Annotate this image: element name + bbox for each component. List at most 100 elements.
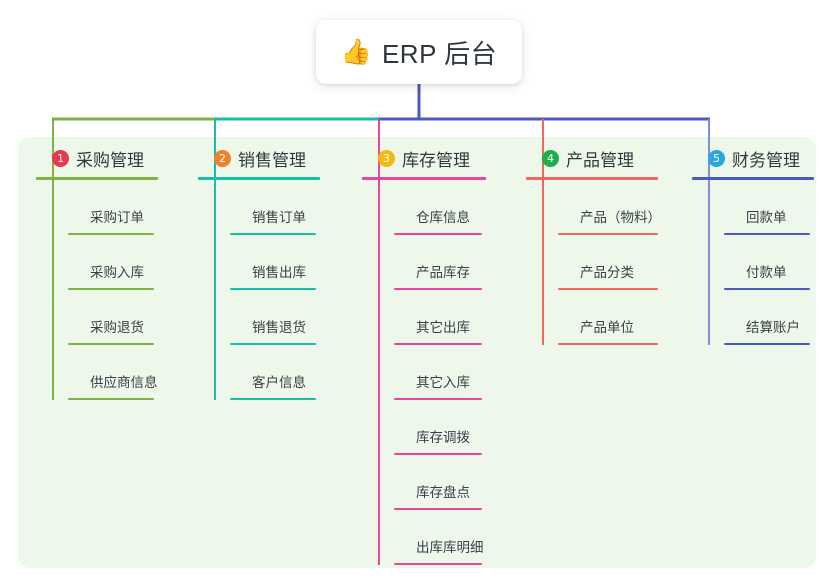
branch-item-label: 采购退货 xyxy=(90,320,144,335)
branch-item[interactable]: 采购退货 xyxy=(52,290,186,345)
branch-column-3: 3 库存管理仓库信息产品库存其它出库其它入库库存调拨库存盘点出库库明细 xyxy=(362,146,514,565)
branch-item-rule xyxy=(230,233,316,235)
branch-item[interactable]: 出库库明细 xyxy=(378,510,514,565)
branch-item[interactable]: 回款单 xyxy=(708,180,824,235)
branch-item-rule xyxy=(230,343,316,345)
branch-spine-3 xyxy=(378,180,380,565)
branch-item[interactable]: 销售退货 xyxy=(214,290,348,345)
branch-item[interactable]: 采购订单 xyxy=(52,180,186,235)
branch-item-label: 产品（物料） xyxy=(580,210,661,225)
branch-items-3: 仓库信息产品库存其它出库其它入库库存调拨库存盘点出库库明细 xyxy=(362,180,514,565)
branch-item-label: 出库库明细 xyxy=(416,540,484,555)
branch-item-label: 销售订单 xyxy=(252,210,306,225)
branch-item-rule xyxy=(394,563,482,565)
branch-item[interactable]: 库存盘点 xyxy=(378,455,514,510)
branch-item-rule xyxy=(68,233,154,235)
branch-item[interactable]: 销售订单 xyxy=(214,180,348,235)
branch-item[interactable]: 其它出库 xyxy=(378,290,514,345)
branch-item[interactable]: 供应商信息 xyxy=(52,345,186,400)
branch-item-label: 采购订单 xyxy=(90,210,144,225)
branch-item-rule xyxy=(68,343,154,345)
branch-badge-1: 1 xyxy=(52,149,69,167)
branch-item[interactable]: 仓库信息 xyxy=(378,180,514,235)
branch-header-1[interactable]: 1 采购管理 xyxy=(36,146,186,170)
branch-item[interactable]: 付款单 xyxy=(708,235,824,290)
branch-item-rule xyxy=(394,233,482,235)
branch-item[interactable]: 库存调拨 xyxy=(378,400,514,455)
branch-column-4: 4 产品管理产品（物料） 产品分类产品单位 xyxy=(526,146,686,345)
branch-item-label: 付款单 xyxy=(746,265,787,280)
branch-spine-2 xyxy=(214,180,216,400)
branch-item[interactable]: 结算账户 xyxy=(708,290,824,345)
branch-items-5: 回款单付款单结算账户 xyxy=(692,180,824,345)
branch-items-2: 销售订单销售出库销售退货客户信息 xyxy=(198,180,348,400)
branch-badge-4: 4 xyxy=(542,149,559,167)
branch-header-3[interactable]: 3 库存管理 xyxy=(362,146,514,170)
branch-item-label: 产品库存 xyxy=(416,265,470,280)
branch-item[interactable]: 采购入库 xyxy=(52,235,186,290)
branch-item-label: 产品分类 xyxy=(580,265,634,280)
branch-column-1: 1 采购管理采购订单采购入库采购退货供应商信息 xyxy=(36,146,186,400)
branch-header-4[interactable]: 4 产品管理 xyxy=(526,146,686,170)
branch-header-rule-5 xyxy=(692,177,814,180)
branch-spine-1 xyxy=(52,180,54,400)
branch-item-rule xyxy=(394,288,482,290)
branch-item-rule xyxy=(558,343,658,345)
branch-item-rule xyxy=(68,398,154,400)
root-title: ERP 后台 xyxy=(381,38,498,69)
branch-title-1: 采购管理 xyxy=(76,150,144,170)
branch-item[interactable]: 产品（物料） xyxy=(542,180,686,235)
branch-item[interactable]: 产品单位 xyxy=(542,290,686,345)
branch-badge-3: 3 xyxy=(378,149,395,167)
branch-item[interactable]: 其它入库 xyxy=(378,345,514,400)
branch-item-rule xyxy=(394,343,482,345)
branch-header-rule-3 xyxy=(362,177,486,180)
branch-item[interactable]: 产品分类 xyxy=(542,235,686,290)
branch-item-rule xyxy=(558,233,658,235)
branch-item-label: 产品单位 xyxy=(580,320,634,335)
branch-item-label: 采购入库 xyxy=(90,265,144,280)
branch-item-rule xyxy=(68,288,154,290)
branch-item-label: 销售出库 xyxy=(252,265,306,280)
branch-item-rule xyxy=(394,508,482,510)
branch-badge-5: 5 xyxy=(708,149,725,167)
branch-item-label: 库存调拨 xyxy=(416,430,470,445)
branch-title-2: 销售管理 xyxy=(238,150,306,170)
branch-item-label: 结算账户 xyxy=(746,320,800,335)
branch-header-2[interactable]: 2 销售管理 xyxy=(198,146,348,170)
branch-item[interactable]: 销售出库 xyxy=(214,235,348,290)
branch-item-label: 供应商信息 xyxy=(90,375,158,390)
branch-item-rule xyxy=(724,233,810,235)
branch-item-rule xyxy=(230,398,316,400)
branch-title-4: 产品管理 xyxy=(566,150,634,170)
branch-item[interactable]: 产品库存 xyxy=(378,235,514,290)
branch-badge-2: 2 xyxy=(214,149,231,167)
branch-spine-4 xyxy=(542,180,544,345)
branch-item-rule xyxy=(230,288,316,290)
branch-item-label: 回款单 xyxy=(746,210,787,225)
branch-item-label: 库存盘点 xyxy=(416,485,470,500)
branch-header-5[interactable]: 5 财务管理 xyxy=(692,146,824,170)
branch-item[interactable]: 客户信息 xyxy=(214,345,348,400)
branch-header-rule-2 xyxy=(198,177,320,180)
branch-title-5: 财务管理 xyxy=(732,150,800,170)
thumbs-up-icon: 👍 xyxy=(340,37,372,66)
branch-item-rule xyxy=(558,288,658,290)
branch-title-3: 库存管理 xyxy=(402,150,470,170)
branch-header-rule-4 xyxy=(526,177,658,180)
branch-header-rule-1 xyxy=(36,177,158,180)
branch-item-rule xyxy=(394,398,482,400)
branch-item-label: 仓库信息 xyxy=(416,210,470,225)
branch-item-label: 其它入库 xyxy=(416,375,470,390)
branch-item-rule xyxy=(394,453,482,455)
branch-items-1: 采购订单采购入库采购退货供应商信息 xyxy=(36,180,186,400)
branch-item-rule xyxy=(724,343,810,345)
branch-item-label: 其它出库 xyxy=(416,320,470,335)
branch-spine-5 xyxy=(708,180,710,345)
branch-items-4: 产品（物料） 产品分类产品单位 xyxy=(526,180,686,345)
branch-item-label: 销售退货 xyxy=(252,320,306,335)
branch-column-5: 5 财务管理回款单付款单结算账户 xyxy=(692,146,824,345)
root-node[interactable]: 👍 ERP 后台 xyxy=(316,20,522,84)
branch-item-rule xyxy=(724,288,810,290)
